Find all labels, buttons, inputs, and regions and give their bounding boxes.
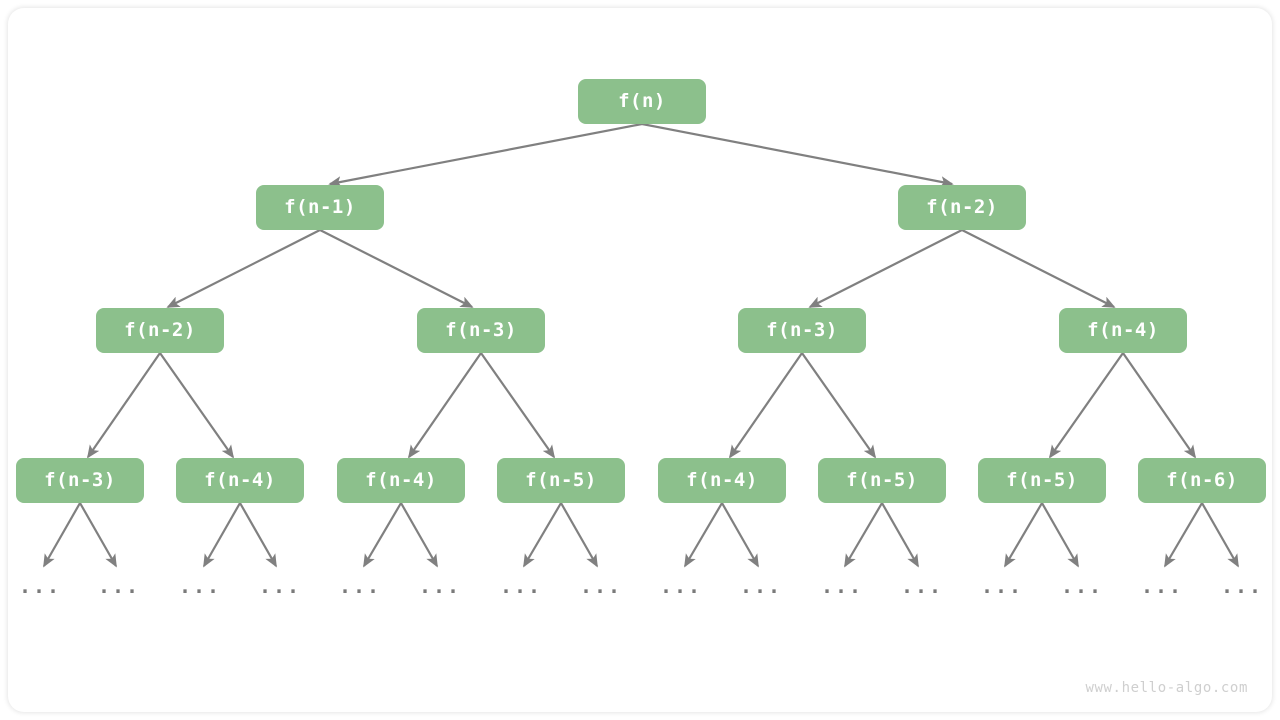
tree-node: f(n-5) [978,457,1106,503]
ellipsis-marker: ... [499,574,543,598]
ellipsis-marker: ... [1140,574,1184,598]
tree-node: f(n-3) [16,457,144,503]
tree-node: f(n-3) [738,307,866,353]
ellipsis-marker: ... [1060,574,1104,598]
ellipsis-marker: ... [97,574,141,598]
tree-node: f(n-4) [1059,307,1187,353]
tree-node: f(n-3) [417,307,545,353]
tree-node: f(n-4) [337,457,465,503]
tree-node: f(n-5) [818,457,946,503]
ellipsis-marker: ... [418,574,462,598]
ellipsis-marker: ... [258,574,302,598]
ellipsis-marker: ... [659,574,703,598]
tree-node: f(n-1) [256,184,384,230]
ellipsis-marker: ... [980,574,1024,598]
ellipsis-marker: ... [18,574,62,598]
tree-node: f(n-4) [658,457,786,503]
watermark: www.hello-algo.com [1085,680,1248,696]
tree-node: f(n-5) [497,457,625,503]
tree-node: f(n-4) [176,457,304,503]
ellipsis-marker: ... [900,574,944,598]
tree-node: f(n-6) [1138,457,1266,503]
tree-node: f(n-2) [96,307,224,353]
tree-node: f(n) [578,78,706,124]
ellipsis-marker: ... [820,574,864,598]
ellipsis-marker: ... [1220,574,1264,598]
ellipsis-marker: ... [579,574,623,598]
ellipsis-marker: ... [178,574,222,598]
ellipsis-marker: ... [739,574,783,598]
ellipsis-marker: ... [338,574,382,598]
tree-node: f(n-2) [898,184,1026,230]
